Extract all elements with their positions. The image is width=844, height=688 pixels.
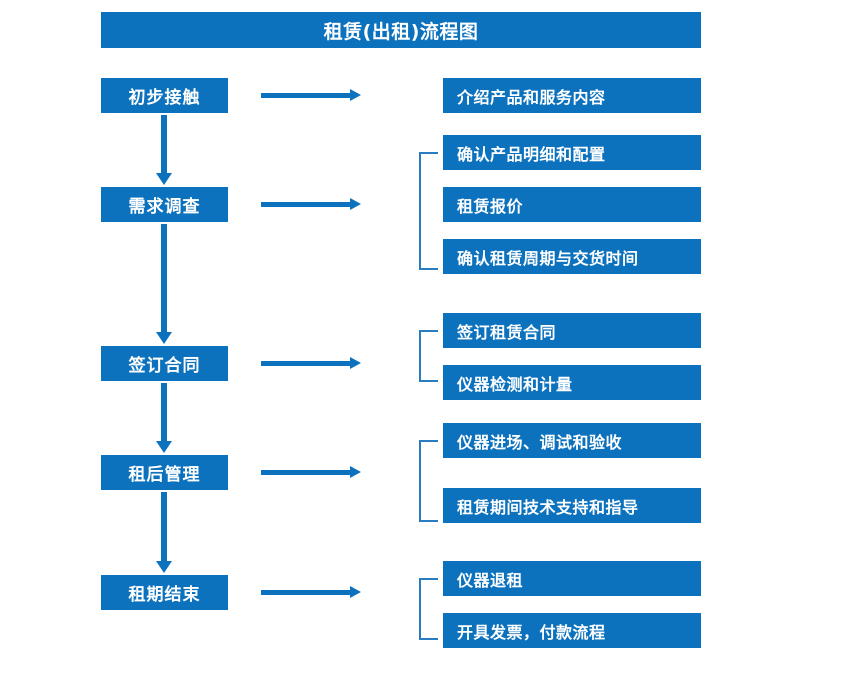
detail-box-sign-rental-contract[interactable]: 签订租赁合同 <box>443 313 701 348</box>
group-bracket-post-rental <box>419 440 438 522</box>
detail-box-instrument-return[interactable]: 仪器退租 <box>443 561 701 596</box>
down-arrow-icon-2 <box>156 224 172 344</box>
right-arrow-icon-5 <box>261 585 361 599</box>
right-arrow-icon-1 <box>261 88 361 102</box>
stage-box-sign-contract[interactable]: 签订合同 <box>101 346 228 381</box>
detail-box-confirm-spec[interactable]: 确认产品明细和配置 <box>443 135 701 170</box>
right-arrow-icon-3 <box>261 356 361 370</box>
group-bracket-sign-contract <box>419 330 438 382</box>
detail-box-instrument-install[interactable]: 仪器进场、调试和验收 <box>443 423 701 458</box>
down-arrow-icon-4 <box>156 492 172 573</box>
down-arrow-icon-1 <box>156 115 172 185</box>
right-arrow-icon-4 <box>261 465 361 479</box>
detail-box-tech-support[interactable]: 租赁期间技术支持和指导 <box>443 488 701 523</box>
chart-title: 租赁(出租)流程图 <box>101 12 701 48</box>
detail-box-instrument-inspection[interactable]: 仪器检测和计量 <box>443 365 701 400</box>
detail-box-intro-products[interactable]: 介绍产品和服务内容 <box>443 78 701 113</box>
stage-box-initial-contact[interactable]: 初步接触 <box>101 78 228 113</box>
detail-box-rental-quote[interactable]: 租赁报价 <box>443 187 701 222</box>
group-bracket-rental-end <box>419 578 438 640</box>
stage-box-rental-end[interactable]: 租期结束 <box>101 575 228 610</box>
detail-box-invoice-payment[interactable]: 开具发票，付款流程 <box>443 613 701 648</box>
right-arrow-icon-2 <box>261 197 361 211</box>
group-bracket-needs-survey <box>419 152 438 270</box>
detail-box-confirm-period[interactable]: 确认租赁周期与交货时间 <box>443 239 701 274</box>
down-arrow-icon-3 <box>156 383 172 453</box>
stage-box-needs-survey[interactable]: 需求调查 <box>101 187 228 222</box>
stage-box-post-rental[interactable]: 租后管理 <box>101 455 228 490</box>
